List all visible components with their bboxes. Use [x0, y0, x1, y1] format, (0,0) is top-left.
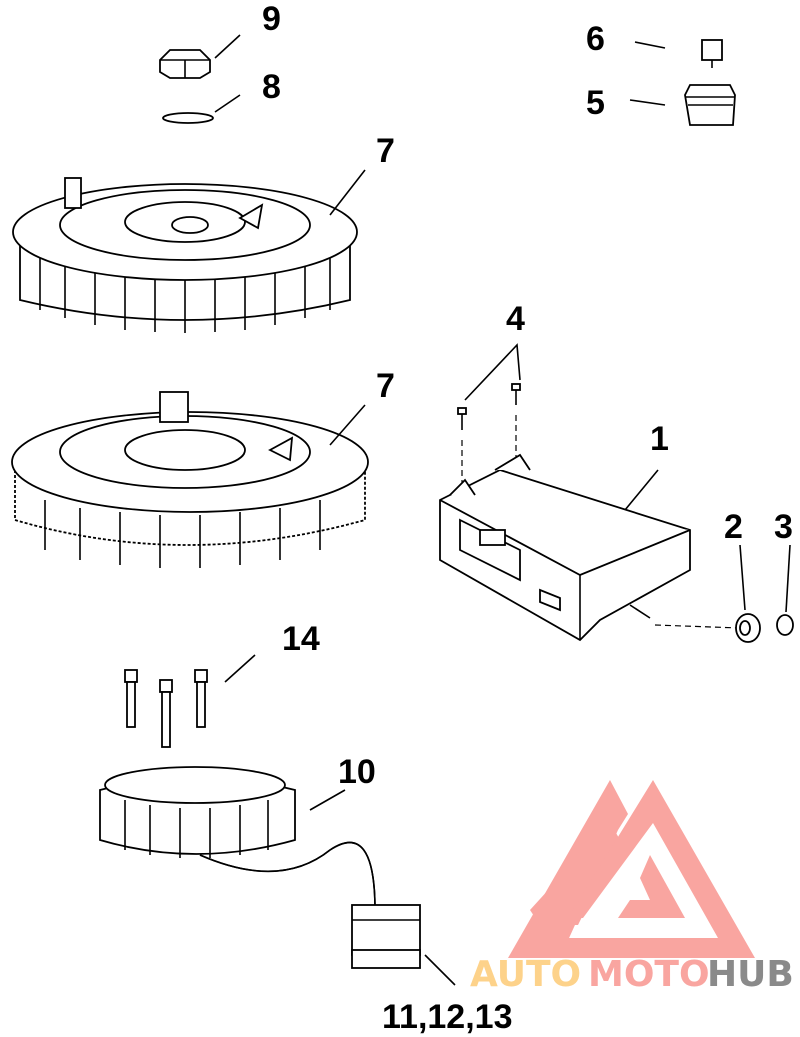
leader-6: [634, 41, 666, 49]
callout-5: 5: [586, 84, 605, 122]
callout-7-lower: 7: [376, 367, 395, 405]
callout-14: 14: [282, 620, 320, 658]
callout-8: 8: [262, 68, 281, 106]
part-cap: [701, 39, 723, 68]
callout-2: 2: [724, 508, 743, 546]
part-flywheel-upper: [12, 177, 358, 333]
leader-3: [785, 544, 791, 613]
watermark-hub: HUB: [707, 954, 794, 995]
part-grommet: [684, 84, 736, 126]
part-bushing: [735, 613, 761, 643]
part-bolts: [124, 669, 208, 748]
callout-1: 1: [650, 420, 669, 458]
part-stator: [99, 766, 421, 969]
leader-7b: [329, 404, 366, 446]
callout-9: 9: [262, 0, 281, 38]
leader-4: [464, 343, 521, 401]
callout-4: 4: [506, 300, 525, 338]
leader-10: [309, 789, 346, 811]
centerline-2-3: [654, 624, 741, 629]
leader-1: [624, 469, 659, 511]
part-screws: [457, 383, 521, 490]
part-clip: [776, 614, 794, 636]
leader-8: [214, 94, 241, 113]
leader-11-13: [424, 954, 456, 986]
callout-11-12-13: 11,12,13: [382, 998, 512, 1036]
part-flywheel-lower: [11, 391, 369, 568]
callout-10: 10: [338, 753, 376, 791]
callout-7-upper: 7: [376, 132, 395, 170]
leader-9: [214, 34, 241, 59]
watermark-auto: AUTO: [470, 954, 581, 995]
callout-6: 6: [586, 20, 605, 58]
leader-7a: [329, 169, 366, 216]
leader-5: [629, 99, 666, 106]
part-ignition-module: [439, 453, 691, 642]
leader-2: [739, 544, 746, 611]
watermark-moto: MOTO: [588, 954, 710, 995]
watermark-logo: [508, 780, 755, 958]
callout-3: 3: [774, 508, 793, 546]
part-nut: [159, 49, 211, 79]
leader-14: [224, 654, 256, 683]
part-washer: [162, 112, 214, 124]
